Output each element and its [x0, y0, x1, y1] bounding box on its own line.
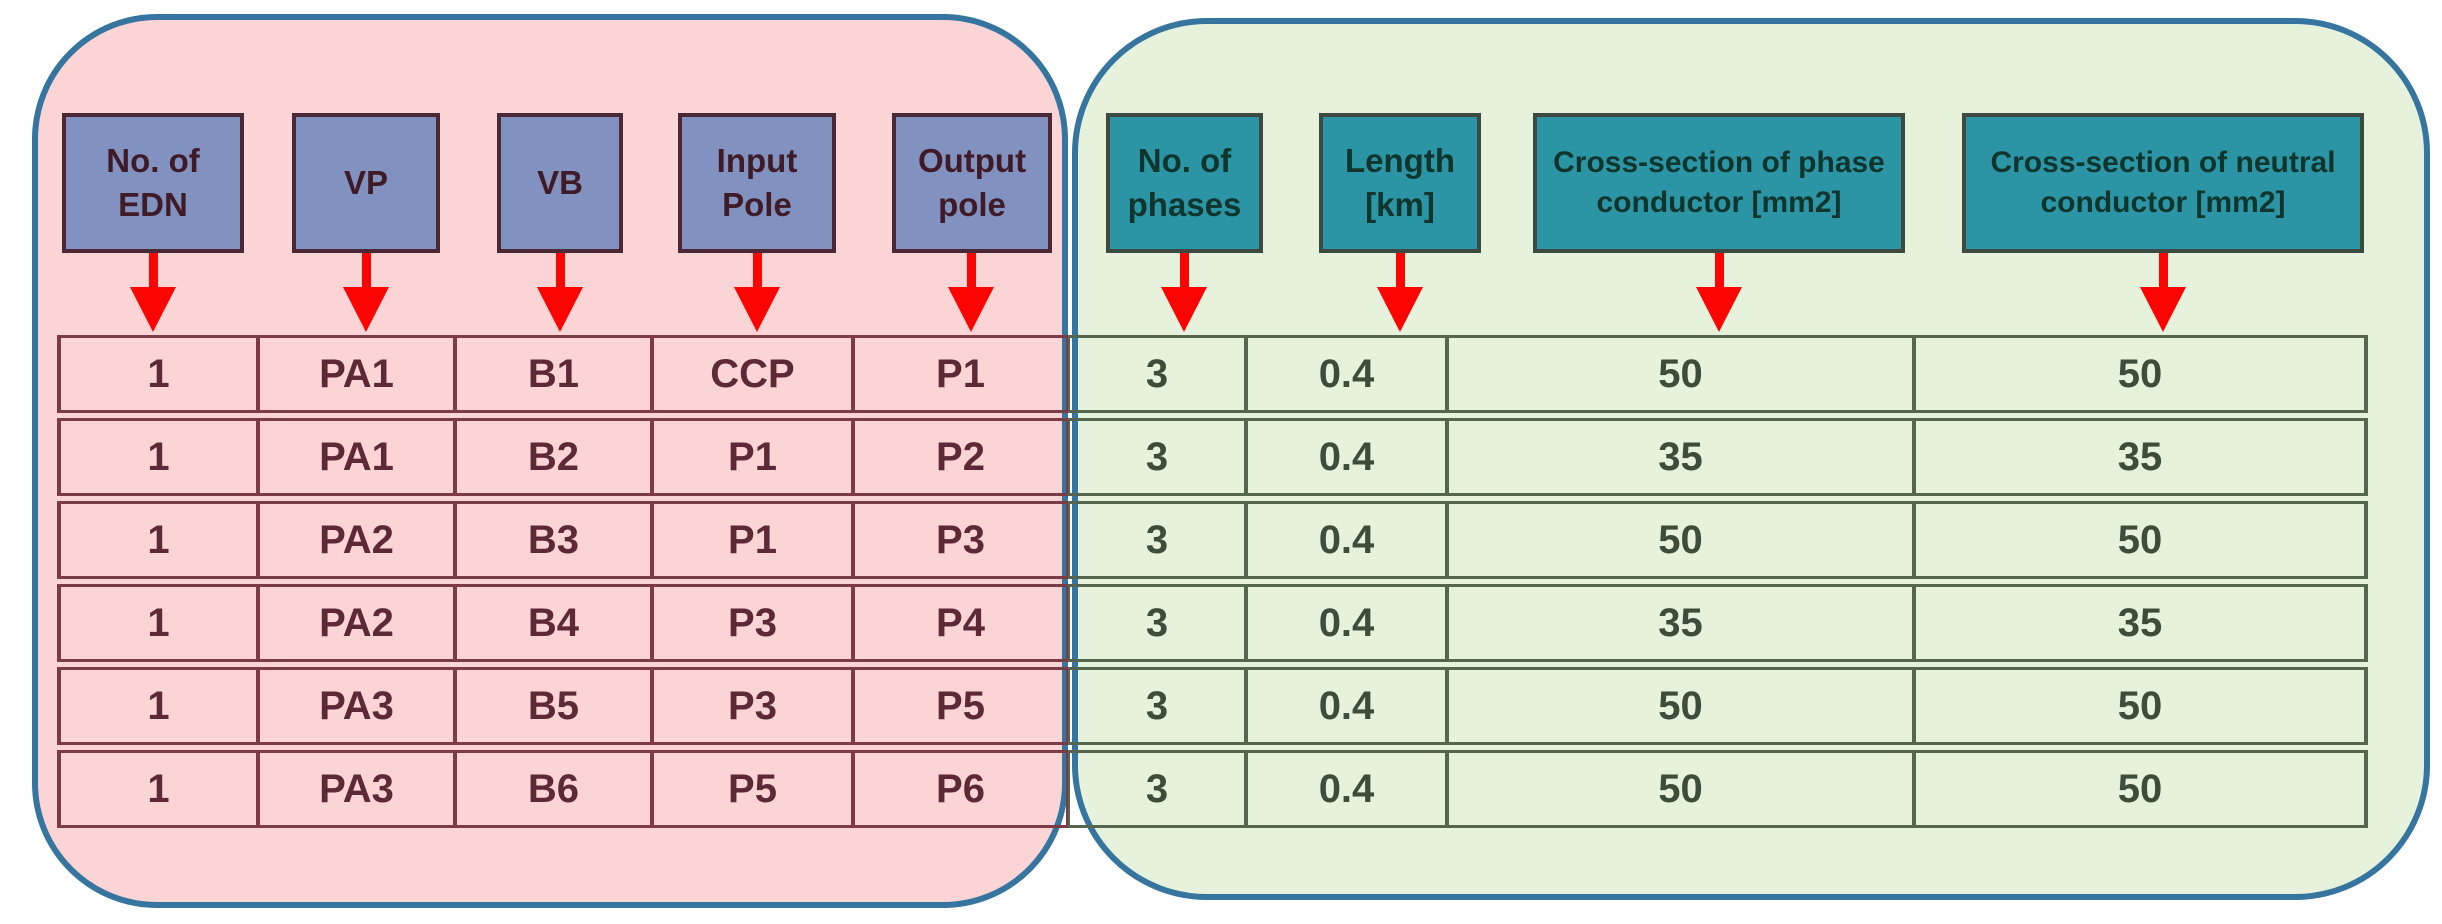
table-cell: 50 [1447, 501, 1914, 579]
down-arrow-no-of-phases [1161, 253, 1207, 332]
table-cell: 0.4 [1246, 418, 1447, 496]
table-cell: 50 [1447, 335, 1914, 413]
table-cell: 3 [1068, 750, 1246, 828]
header-box-no-of-edn: No. of EDN [62, 113, 244, 253]
down-arrow-phase-cross-section [1696, 253, 1742, 332]
table-cell: PA1 [258, 418, 455, 496]
table-cell: 35 [1914, 584, 2368, 662]
table-cell: 0.4 [1246, 335, 1447, 413]
down-arrow-input-pole [734, 253, 780, 332]
table-cell: PA2 [258, 584, 455, 662]
down-arrow-vp [343, 253, 389, 332]
table-cell: 35 [1914, 418, 2368, 496]
table-cell: P3 [853, 501, 1068, 579]
table-cell: PA3 [258, 750, 455, 828]
table-cell: 1 [57, 335, 258, 413]
table-cell: P4 [853, 584, 1068, 662]
table-cell: 3 [1068, 418, 1246, 496]
table-cell: 1 [57, 750, 258, 828]
table-cell: 0.4 [1246, 667, 1447, 745]
table-cell: B6 [455, 750, 652, 828]
header-box-output-pole: Output pole [892, 113, 1052, 253]
header-box-neutral-cross-section: Cross-section of neutral conductor [mm2] [1962, 113, 2364, 253]
table-cell: P3 [652, 584, 853, 662]
table-cell: 3 [1068, 335, 1246, 413]
table-cell: 35 [1447, 418, 1914, 496]
header-box-vb: VB [497, 113, 623, 253]
table-cell: 1 [57, 667, 258, 745]
table-cell: P1 [652, 501, 853, 579]
table-cell: 50 [1447, 667, 1914, 745]
table-cell: 0.4 [1246, 501, 1447, 579]
table-cell: 50 [1447, 750, 1914, 828]
table-cell: B2 [455, 418, 652, 496]
header-box-length-km: Length [km] [1319, 113, 1481, 253]
table-cell: P1 [652, 418, 853, 496]
table-cell: P1 [853, 335, 1068, 413]
down-arrow-length-km [1377, 253, 1423, 332]
table-cell: 0.4 [1246, 584, 1447, 662]
down-arrow-vb [537, 253, 583, 332]
down-arrow-neutral-cross-section [2140, 253, 2186, 332]
table-cell: B4 [455, 584, 652, 662]
table-cell: 3 [1068, 584, 1246, 662]
table-cell: P2 [853, 418, 1068, 496]
table-cell: 50 [1914, 501, 2368, 579]
table-cell: B1 [455, 335, 652, 413]
table-cell: 50 [1914, 750, 2368, 828]
down-arrow-output-pole [948, 253, 994, 332]
header-box-input-pole: Input Pole [678, 113, 836, 253]
table-cell: 1 [57, 501, 258, 579]
table-cell: 1 [57, 418, 258, 496]
table-cell: 35 [1447, 584, 1914, 662]
down-arrow-no-of-edn [130, 253, 176, 332]
table-cell: CCP [652, 335, 853, 413]
table-cell: 3 [1068, 667, 1246, 745]
table-cell: B3 [455, 501, 652, 579]
table-cell: PA2 [258, 501, 455, 579]
table-cell: P5 [652, 750, 853, 828]
table-cell: 50 [1914, 667, 2368, 745]
header-box-phase-cross-section: Cross-section of phase conductor [mm2] [1533, 113, 1905, 253]
table-cell: PA1 [258, 335, 455, 413]
table-cell: 1 [57, 584, 258, 662]
header-box-vp: VP [292, 113, 440, 253]
header-box-no-of-phases: No. of phases [1106, 113, 1263, 253]
table-cell: PA3 [258, 667, 455, 745]
table-cell: B5 [455, 667, 652, 745]
table-cell: P5 [853, 667, 1068, 745]
table-cell: P6 [853, 750, 1068, 828]
table-cell: P3 [652, 667, 853, 745]
table-cell: 50 [1914, 335, 2368, 413]
table-cell: 3 [1068, 501, 1246, 579]
table-cell: 0.4 [1246, 750, 1447, 828]
